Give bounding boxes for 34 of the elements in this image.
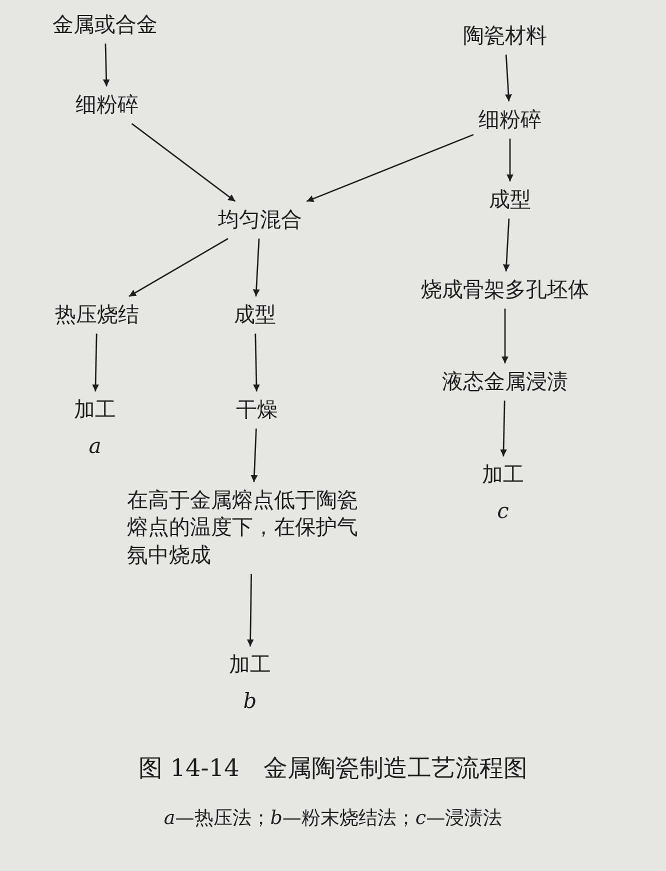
step-label: 成型 [234,301,276,329]
arrow [252,238,260,296]
step-label: 金属或合金 [52,11,158,39]
arrow [128,238,228,297]
arrow [250,428,258,482]
step-label: 细粉碎 [478,106,542,134]
arrow [306,134,474,202]
process-letter: a [88,434,102,458]
arrow [502,308,508,364]
arrow [92,334,100,392]
arrow [506,138,514,182]
step-label: 液态金属浸渍 [442,368,568,396]
step-label: 细粉碎 [76,91,138,119]
step-label: 成型 [489,186,531,214]
process-letter: c [497,499,509,523]
arrow [502,218,510,272]
arrow [102,44,110,86]
arrow [246,574,254,646]
step-label: 均匀混合 [218,206,302,234]
step-label: 热压烧结 [55,301,139,329]
arrow [504,54,512,102]
step-label: 在高于金属熔点低于陶瓷熔点的温度下，在保护气氛中烧成 [127,487,377,569]
step-label: 干燥 [236,396,278,424]
step-label: 陶瓷材料 [463,22,547,50]
process-letter: b [243,689,257,713]
step-label: 加工 [229,651,271,679]
arrow [500,400,508,456]
arrow [131,123,236,202]
step-label: 加工 [482,461,524,489]
step-label: 加工 [74,396,116,424]
step-label: 烧成骨架多孔坯体 [421,276,589,304]
arrow [252,334,260,392]
figure-caption: a—热压法；b—粉末烧结法；c—浸渍法 [162,806,504,831]
figure-title: 图 14-14 金属陶瓷制造工艺流程图 [138,753,528,784]
